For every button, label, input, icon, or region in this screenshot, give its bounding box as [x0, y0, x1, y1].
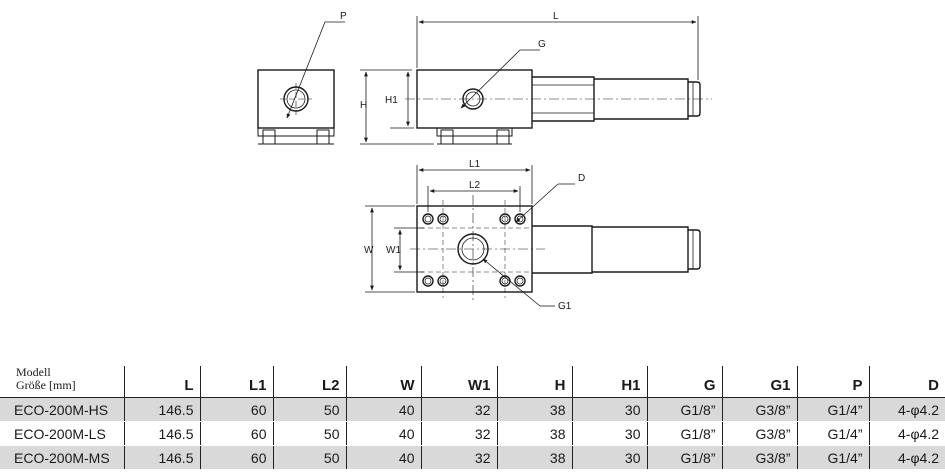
cell-g: G1/8”	[646, 421, 722, 446]
cell-g: G1/8”	[646, 397, 722, 422]
dim-l1-l2	[416, 165, 533, 212]
p-leader	[286, 21, 345, 119]
table-row: ECO-200M-HS 146.5 60 50 40 32 38 30 G1/8…	[0, 397, 945, 422]
cell-d: 4-φ4.2	[868, 397, 945, 422]
col-header-h1: H1	[571, 366, 647, 398]
cell-d: 4-φ4.2	[868, 421, 945, 446]
col-header-w1: W1	[420, 366, 497, 398]
label-g1: G1	[558, 301, 572, 312]
d-leader	[515, 183, 575, 223]
cell-h: 38	[496, 397, 572, 422]
dim-h	[360, 69, 434, 145]
cell-g1: G3/8”	[721, 445, 797, 470]
label-h1: H1	[385, 95, 398, 106]
cell-h: 38	[496, 445, 572, 470]
top-view	[410, 195, 701, 300]
cell-l2: 50	[272, 397, 346, 422]
cell-h1: 30	[571, 445, 647, 470]
g1-leader	[482, 258, 555, 307]
col-header-p: P	[796, 366, 869, 398]
col-header-h: H	[496, 366, 572, 398]
cell-g1: G3/8”	[721, 421, 797, 446]
cell-w1: 32	[420, 421, 497, 446]
dim-l	[416, 16, 699, 80]
cell-l: 146.5	[123, 445, 200, 470]
label-l2: L2	[469, 180, 481, 191]
cell-w: 40	[345, 397, 421, 422]
cell-g: G1/8”	[646, 445, 722, 470]
label-g: G	[538, 39, 546, 50]
col-header-l2: L2	[272, 366, 346, 398]
col-header-g1: G1	[721, 366, 797, 398]
cell-h: 38	[496, 421, 572, 446]
table-row: ECO-200M-MS 146.5 60 50 40 32 38 30 G1/8…	[0, 445, 945, 470]
cell-l2: 50	[272, 445, 346, 470]
cell-w1: 32	[420, 445, 497, 470]
model-header: Modell Größe [mm]	[0, 366, 124, 398]
cell-h1: 30	[571, 421, 647, 446]
cell-l2: 50	[272, 421, 346, 446]
technical-drawing: P L G H H1	[257, 11, 712, 312]
label-l1: L1	[469, 159, 481, 170]
model-header-line2: Größe [mm]	[16, 378, 76, 392]
label-h: H	[360, 100, 367, 111]
spec-table: Modell Größe [mm] L L1 L2 W W1 H H1 G G1…	[0, 366, 945, 470]
dim-w	[365, 205, 424, 293]
cell-w1: 32	[420, 397, 497, 422]
col-header-l: L	[123, 366, 200, 398]
cell-w: 40	[345, 445, 421, 470]
col-header-g: G	[646, 366, 722, 398]
cell-p: G1/4”	[796, 421, 869, 446]
col-header-l1: L1	[199, 366, 273, 398]
col-header-w: W	[345, 366, 421, 398]
label-p: P	[340, 11, 347, 22]
table-header-row: Modell Größe [mm] L L1 L2 W W1 H H1 G G1…	[0, 366, 945, 398]
cell-model: ECO-200M-HS	[0, 397, 124, 422]
label-d: D	[578, 173, 585, 184]
label-w: W	[364, 245, 374, 256]
end-view	[257, 69, 335, 145]
cell-model: ECO-200M-MS	[0, 445, 124, 470]
cell-l: 146.5	[123, 421, 200, 446]
cell-w: 40	[345, 421, 421, 446]
cell-l1: 60	[199, 397, 273, 422]
cell-g1: G3/8”	[721, 397, 797, 422]
cell-l1: 60	[199, 445, 273, 470]
front-view	[405, 69, 712, 145]
cell-p: G1/4”	[796, 397, 869, 422]
cell-l1: 60	[199, 421, 273, 446]
model-header-line1: Modell	[16, 365, 51, 379]
label-w1: W1	[386, 245, 401, 256]
table-row: ECO-200M-LS 146.5 60 50 40 32 38 30 G1/8…	[0, 421, 945, 446]
cell-d: 4-φ4.2	[868, 445, 945, 470]
col-header-d: D	[868, 366, 945, 398]
cell-h1: 30	[571, 397, 647, 422]
cell-model: ECO-200M-LS	[0, 421, 124, 446]
label-l: L	[553, 11, 559, 22]
cell-l: 146.5	[123, 397, 200, 422]
g-leader	[460, 49, 540, 109]
cell-p: G1/4”	[796, 445, 869, 470]
